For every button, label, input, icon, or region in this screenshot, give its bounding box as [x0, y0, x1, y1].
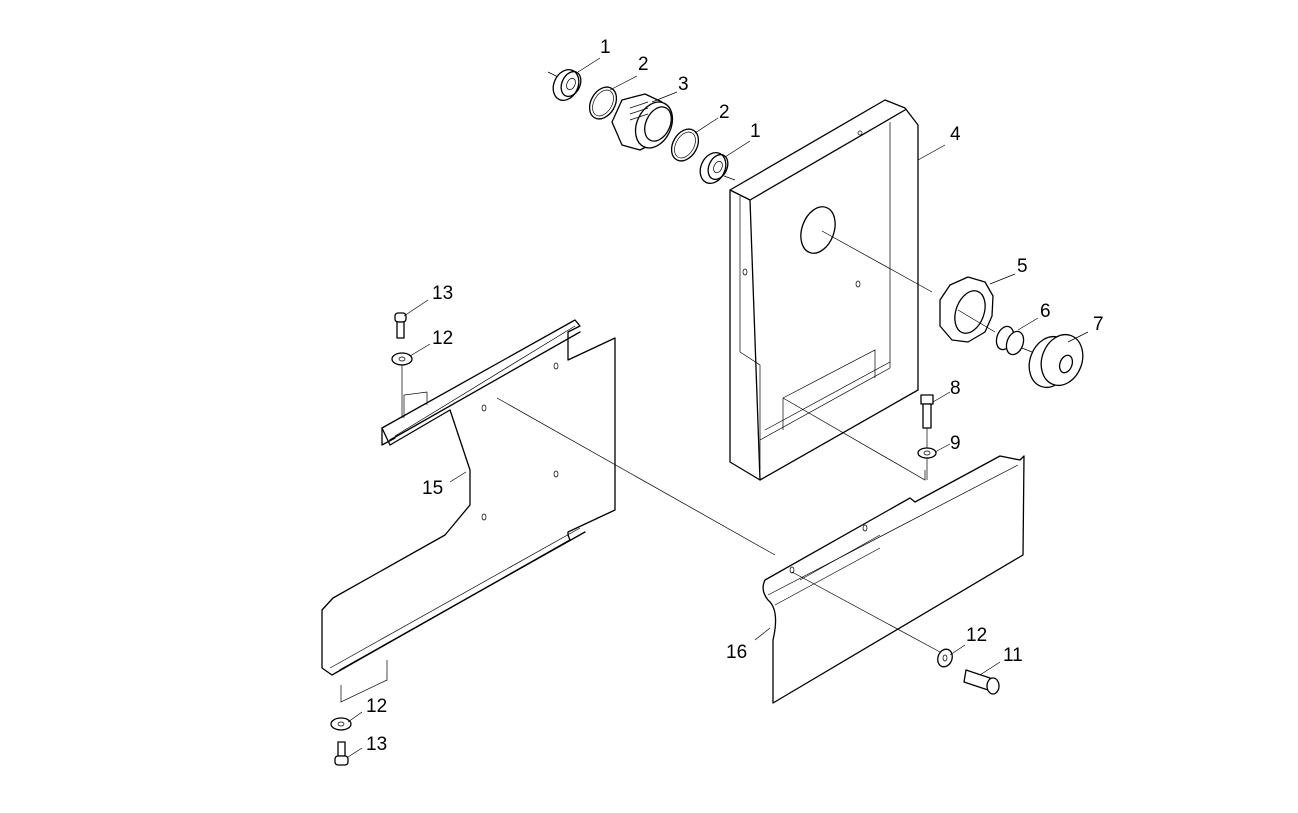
callout-15: 15 — [422, 478, 443, 499]
callout-12-top: 12 — [432, 328, 453, 349]
callout-16: 16 — [726, 642, 747, 663]
callout-9: 9 — [950, 433, 961, 454]
needle-bearing-part-6 — [995, 325, 1033, 356]
socket-screw-part-13-bottom — [334, 741, 349, 766]
callout-5: 5 — [1017, 256, 1028, 277]
washer-part-9 — [917, 447, 937, 480]
callout-11: 11 — [1003, 645, 1023, 666]
retaining-ring-part-2-left — [588, 86, 618, 120]
callout-6: 6 — [1040, 301, 1051, 322]
callout-12-bottom: 12 — [366, 696, 387, 717]
bearing-part-1-left — [547, 68, 582, 102]
grooved-roller-part-7 — [1028, 333, 1084, 389]
callout-13-top: 13 — [432, 283, 453, 304]
callout-3: 3 — [678, 74, 689, 95]
callout-labels: 1 2 3 2 1 4 5 6 7 8 9 13 12 15 16 12 11 … — [366, 37, 1104, 755]
callout-2-right: 2 — [719, 102, 730, 123]
callout-1-left: 1 — [600, 37, 611, 58]
leader-lines — [347, 57, 1089, 758]
callout-13-bottom: 13 — [366, 734, 387, 755]
washer-part-12-bottom — [330, 717, 352, 731]
cover-plate-part-16 — [762, 455, 1025, 704]
bearing-part-1-right — [699, 151, 736, 185]
mounting-bracket-part-15 — [321, 319, 776, 703]
socket-screw-part-13-top — [394, 312, 407, 339]
callout-12-right: 12 — [966, 625, 987, 646]
callout-2-left: 2 — [638, 54, 649, 75]
washer-part-12-top — [391, 352, 413, 418]
callout-7: 7 — [1093, 314, 1104, 335]
hex-bolt-part-8 — [920, 394, 934, 448]
hex-bushing-part-3 — [611, 93, 674, 151]
housing-frame-part-4 — [729, 99, 933, 481]
hex-bolt-part-11 — [963, 669, 1000, 695]
washer-part-12-right — [937, 648, 953, 668]
callout-1-right: 1 — [750, 121, 761, 142]
callout-8: 8 — [950, 378, 961, 399]
retaining-ring-part-2-right — [670, 128, 700, 162]
slotted-nut-part-5 — [939, 276, 996, 343]
callout-4: 4 — [950, 124, 961, 145]
